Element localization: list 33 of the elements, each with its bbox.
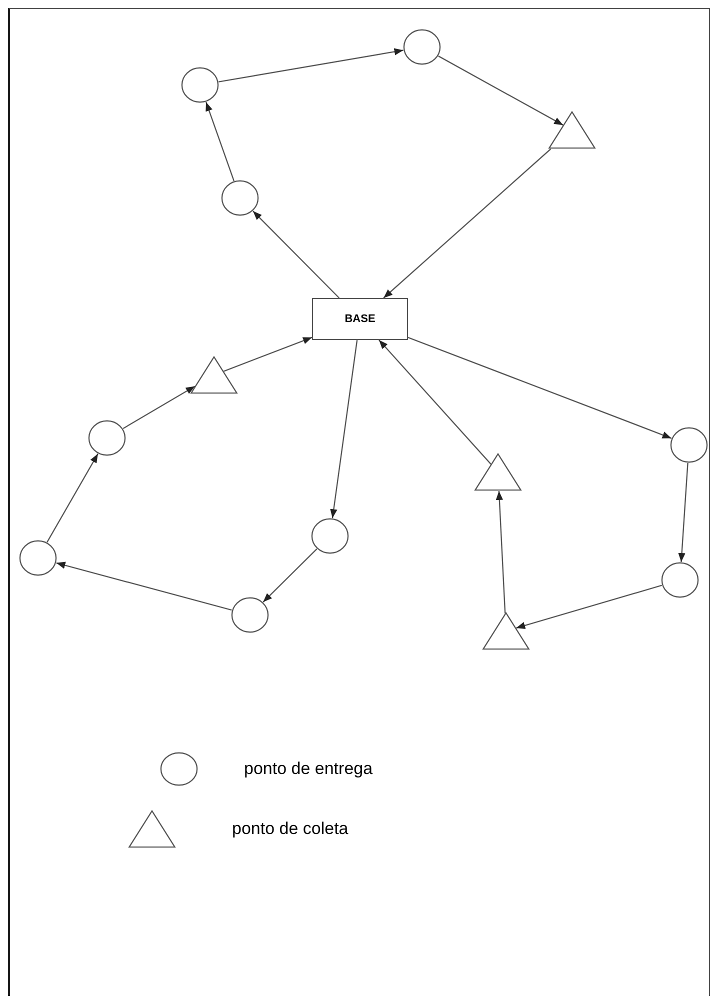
arrow: [330, 340, 358, 518]
delivery-point-circle: [19, 540, 57, 576]
delivery-point-circle: [231, 597, 269, 633]
arrow: [252, 210, 340, 298]
pickup-point-triangle: [474, 453, 522, 491]
pickup-point-triangle: [190, 356, 238, 394]
arrow: [378, 340, 492, 465]
delivery-point-circle: [403, 29, 441, 65]
arrow: [438, 56, 564, 126]
pickup-point-triangle: [548, 111, 596, 149]
arrow: [205, 102, 235, 182]
arrow: [383, 148, 552, 298]
base-box: [312, 298, 408, 340]
arrow: [496, 490, 506, 614]
arrow: [262, 548, 318, 602]
delivery-point-circle: [661, 562, 699, 598]
delivery-point-circle: [670, 427, 708, 463]
legend-label: ponto de coleta: [232, 818, 348, 840]
legend-label: ponto de entrega: [244, 758, 373, 780]
delivery-point-circle: [88, 420, 126, 456]
arrow: [516, 584, 662, 629]
arrow: [223, 336, 312, 372]
arrow: [678, 462, 688, 562]
pickup-point-triangle: [482, 612, 530, 650]
arrow: [218, 48, 404, 82]
arrow: [408, 336, 672, 439]
delivery-point-circle: [311, 518, 349, 554]
arrow: [46, 454, 98, 542]
delivery-point-circle: [221, 180, 259, 216]
delivery-point-circle: [181, 67, 219, 103]
arrow: [122, 386, 196, 430]
node-label: BASE: [344, 312, 376, 327]
arrow: [56, 562, 232, 611]
